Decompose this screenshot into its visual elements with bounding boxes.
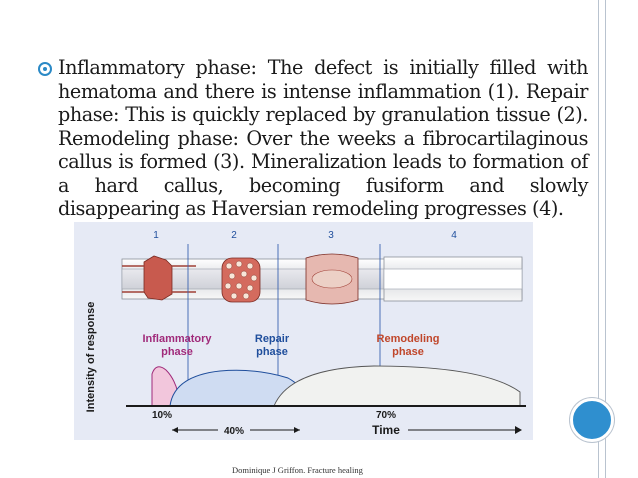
slide-border-decoration	[598, 0, 638, 478]
stage-number-2: 2	[231, 230, 237, 241]
pct-40-label: 40%	[224, 426, 244, 437]
fracture-healing-figure: 1 2 3 4	[74, 222, 533, 440]
y-axis-label: Intensity of response	[85, 302, 97, 413]
inflammatory-label-line2: phase	[161, 346, 193, 358]
inflammatory-label-line1: Inflammatory	[142, 333, 212, 345]
fracture-healing-diagram: 1 2 3 4	[74, 222, 533, 440]
slide-paragraph: Inflammatory phase: The defect is initia…	[58, 56, 588, 220]
arrow-40-right-head	[294, 427, 300, 433]
border-line-1	[598, 0, 599, 478]
decorative-circle-icon	[570, 398, 614, 442]
arrow-40-left-head	[172, 427, 178, 433]
figure-caption: Dominique J Griffon. Fracture healing	[232, 465, 363, 475]
stage-number-3: 3	[328, 230, 334, 241]
remodeling-label-line1: Remodeling	[377, 333, 440, 345]
stage-number-4: 4	[451, 230, 457, 241]
pct-70-label: 70%	[376, 410, 396, 421]
bullet-icon	[38, 62, 52, 76]
remodeling-curve	[273, 365, 521, 407]
border-line-2	[605, 0, 606, 478]
time-label: Time	[372, 423, 400, 437]
repair-label-line1: Repair	[255, 333, 290, 345]
figure-background	[74, 222, 533, 440]
pct-10-label: 10%	[152, 410, 172, 421]
time-arrow-head	[515, 426, 522, 434]
stage-number-1: 1	[153, 230, 159, 241]
bone-illustration	[121, 253, 523, 305]
repair-label-line2: phase	[256, 346, 288, 358]
remodeling-label-line2: phase	[392, 346, 424, 358]
